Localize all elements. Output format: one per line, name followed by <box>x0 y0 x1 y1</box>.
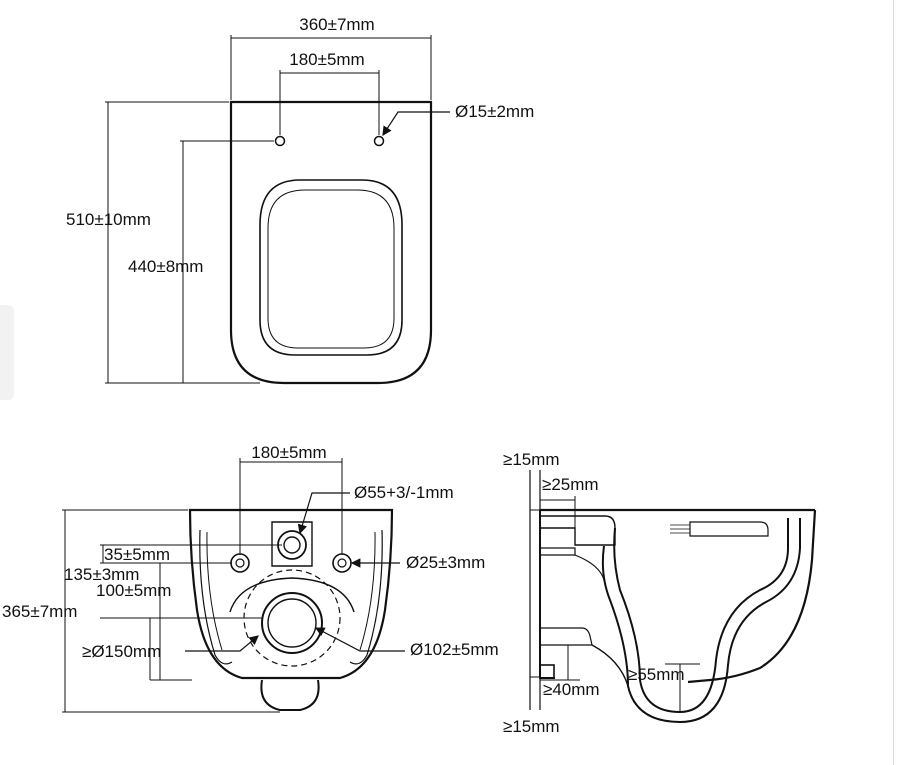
dim-outlet-depth: ≥40mm <box>543 680 600 699</box>
side-view <box>529 470 817 724</box>
dim-top-gap: ≥15mm <box>503 450 560 469</box>
inlet-inner <box>283 536 301 554</box>
dim-bottom-gap: ≥15mm <box>503 717 560 736</box>
side-view-body <box>687 509 817 684</box>
outlet-inner <box>267 598 317 648</box>
bolt-hole-left <box>230 553 250 573</box>
dim-bolt-diameter: Ø25±3mm <box>406 553 485 572</box>
dim-overall-length: 510±10mm <box>66 210 151 229</box>
dim-hole-to-front: 440±8mm <box>128 257 203 276</box>
inlet-outer <box>277 530 307 560</box>
rear-view <box>62 458 405 713</box>
dim-trap-seal: ≥55mm <box>628 665 685 684</box>
mounting-hole-right <box>373 135 385 147</box>
right-edge-line <box>893 0 894 765</box>
dim-inlet-depth: ≥25mm <box>542 475 599 494</box>
dim-overall-width: 360±7mm <box>299 15 374 34</box>
dim-bolt-height: 135±3mm <box>64 565 139 584</box>
top-view <box>105 35 450 385</box>
bolt-hole-right <box>332 553 352 573</box>
dim-bolt-spacing: 180±5mm <box>251 443 326 462</box>
left-edge-tab <box>0 305 14 400</box>
dim-inlet-offset: 35±5mm <box>104 545 170 564</box>
outlet-outer <box>261 592 323 654</box>
dim-outlet-diameter: Ø102±5mm <box>410 640 499 659</box>
top-view-outline <box>229 100 433 385</box>
rear-view-outline <box>188 508 394 680</box>
trap-inner-wall <box>601 518 801 724</box>
mounting-hole-left <box>274 135 286 147</box>
dim-overall-height: 365±7mm <box>2 602 77 621</box>
dim-outlet-center: 100±5mm <box>96 581 171 600</box>
dim-hole-diameter: Ø15±2mm <box>455 102 534 121</box>
dim-seal-diameter: ≥Ø150mm <box>82 642 161 661</box>
dim-hole-spacing: 180±5mm <box>289 50 364 69</box>
top-view-seat-opening <box>259 179 403 356</box>
dim-inlet-diameter: Ø55+3/-1mm <box>354 483 454 502</box>
